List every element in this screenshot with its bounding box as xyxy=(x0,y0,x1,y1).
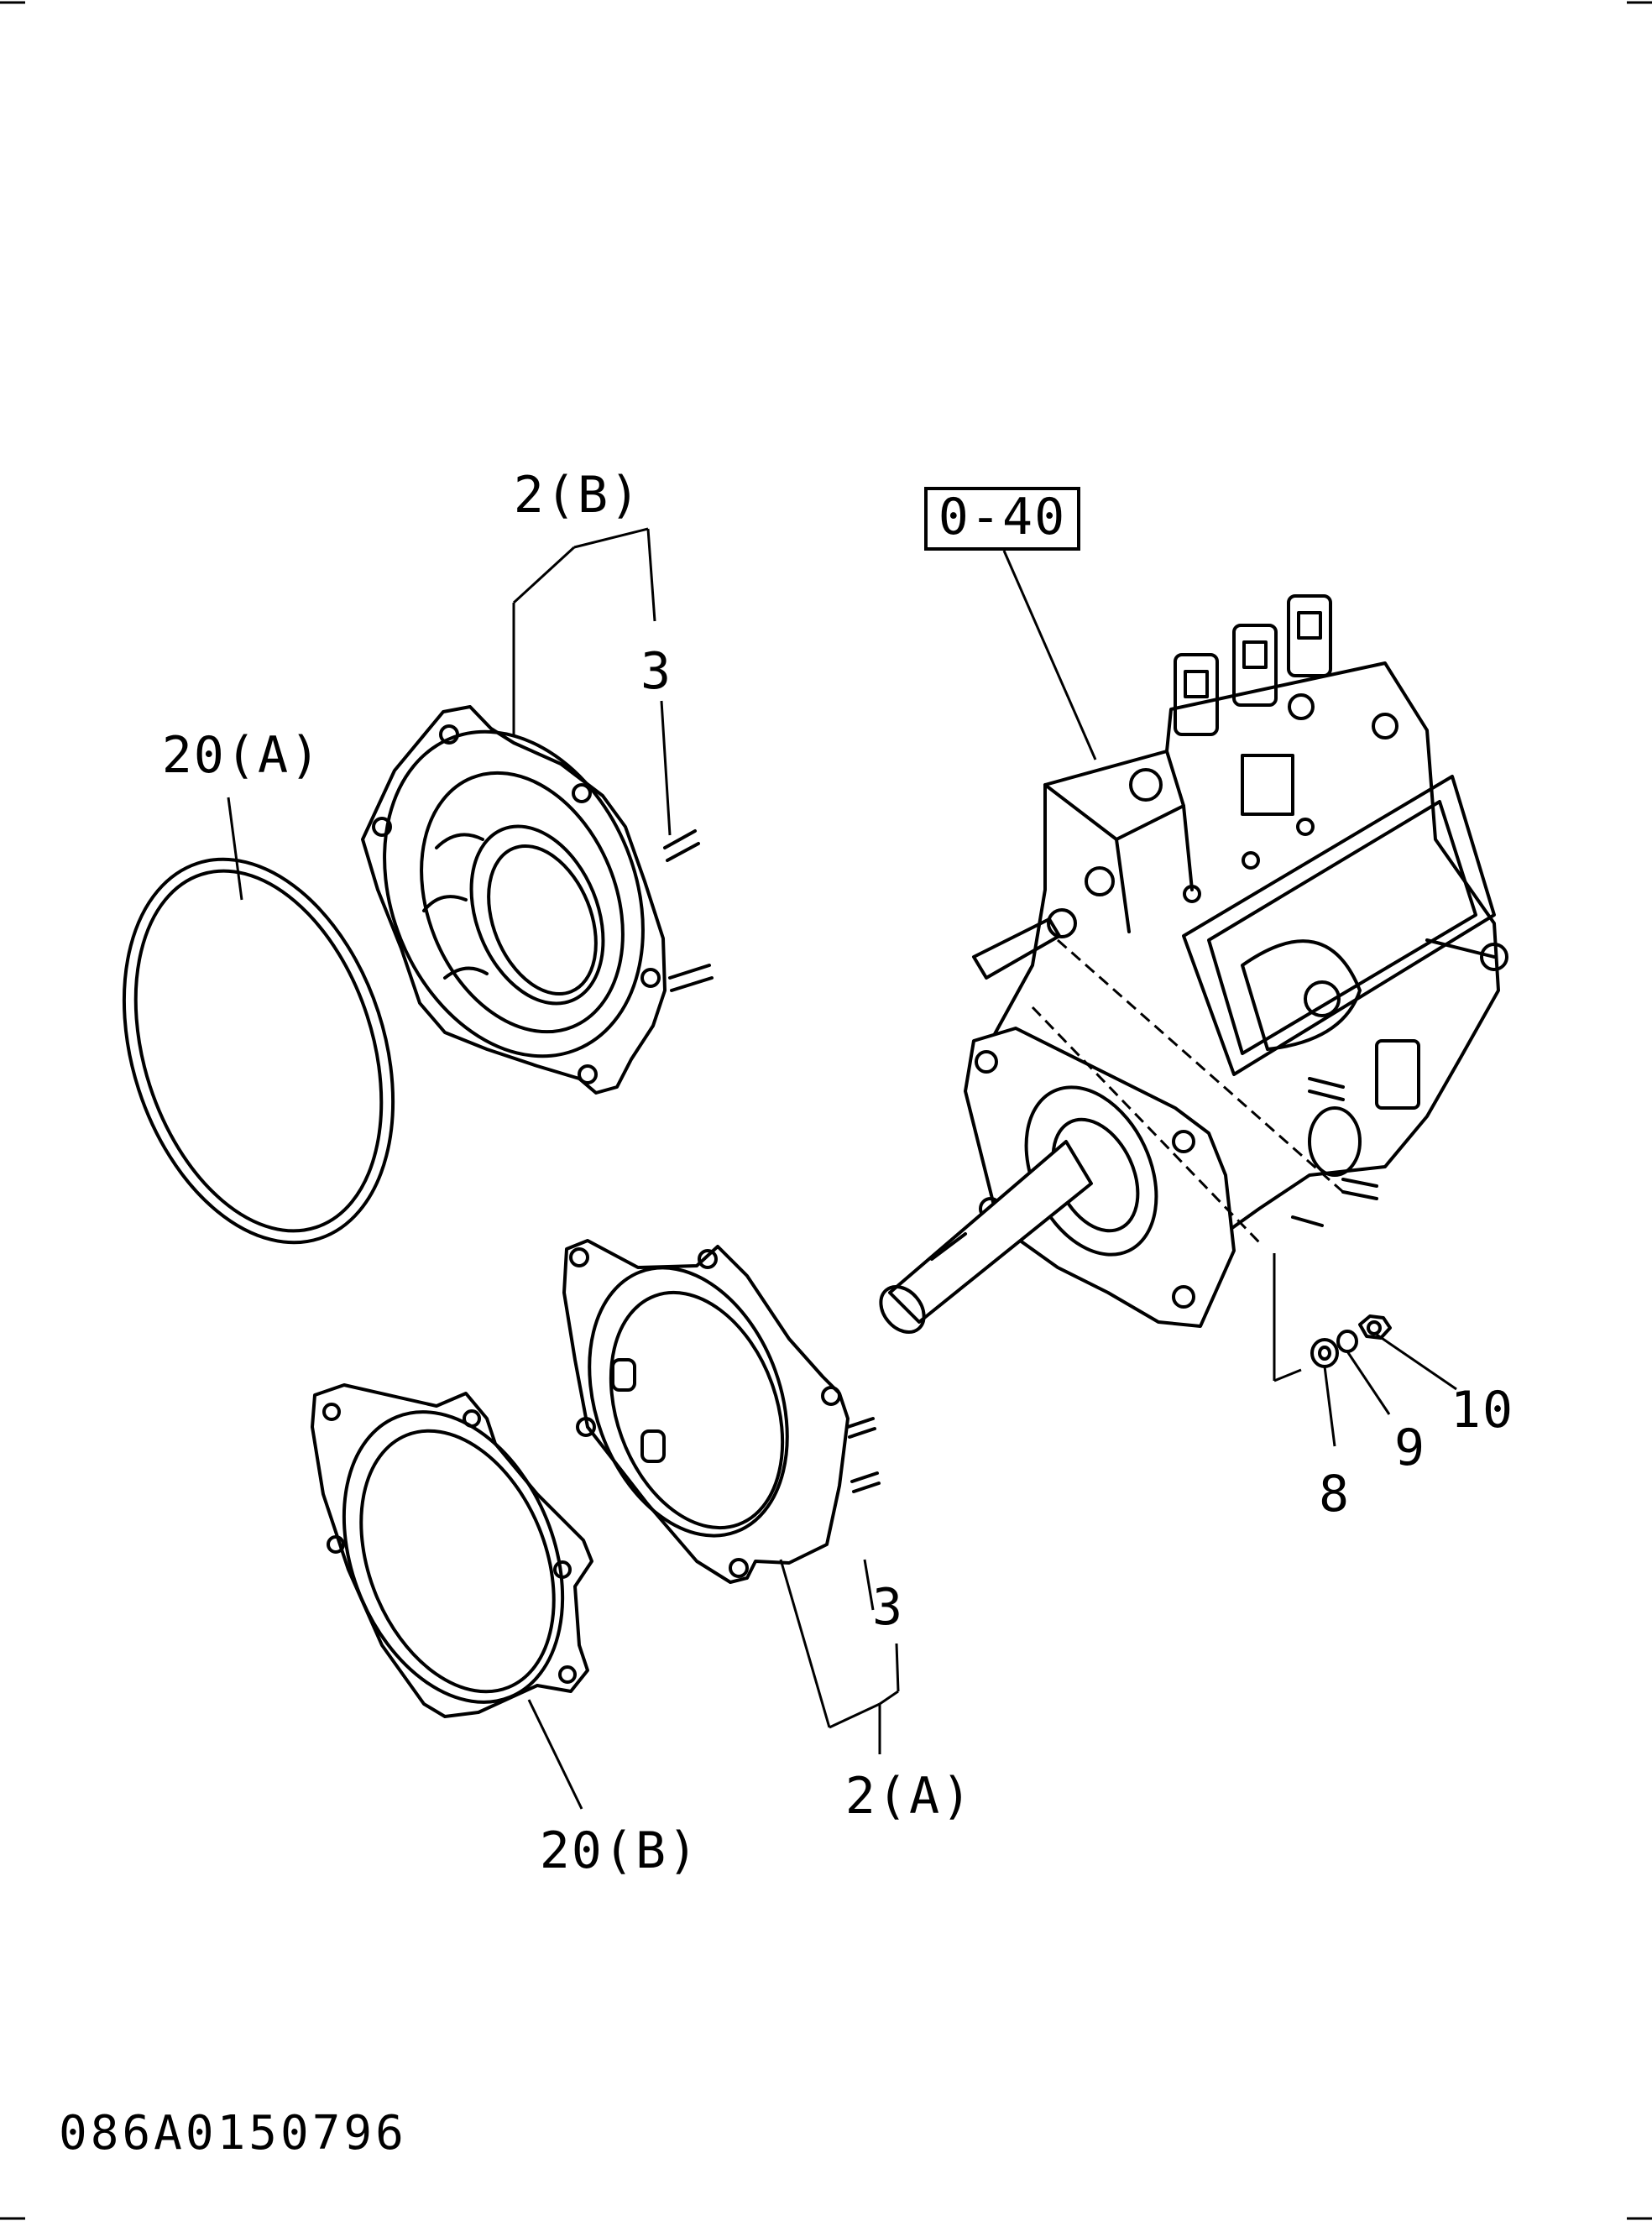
washer-8 xyxy=(1310,1338,1339,1368)
callout-3-lower: 3 xyxy=(872,1578,904,1637)
callout-2b: 2(B) xyxy=(514,466,642,525)
callout-20b: 20(B) xyxy=(540,1821,700,1880)
callout-10: 10 xyxy=(1451,1381,1514,1440)
gasket-20b xyxy=(311,1383,593,1718)
callout-20a: 20(A) xyxy=(162,726,322,785)
nut-10 xyxy=(1358,1314,1392,1340)
injection-pump-assembly xyxy=(879,594,1508,1334)
callout-3-upper: 3 xyxy=(640,642,672,701)
callout-8: 8 xyxy=(1319,1465,1351,1523)
callout-2a: 2(A) xyxy=(845,1767,974,1826)
assembly-ref-box xyxy=(924,487,1080,551)
lock-washer-9 xyxy=(1336,1330,1358,1353)
leader-lines xyxy=(227,527,1457,1810)
document-number: 086A0150796 xyxy=(59,2106,407,2161)
front-housing-2a xyxy=(562,1239,881,1584)
assembly-ref-label: 0-40 xyxy=(938,488,1067,546)
cover-housing-2b xyxy=(361,705,714,1095)
callout-9: 9 xyxy=(1394,1419,1426,1477)
o-ring-20a xyxy=(122,857,395,1245)
